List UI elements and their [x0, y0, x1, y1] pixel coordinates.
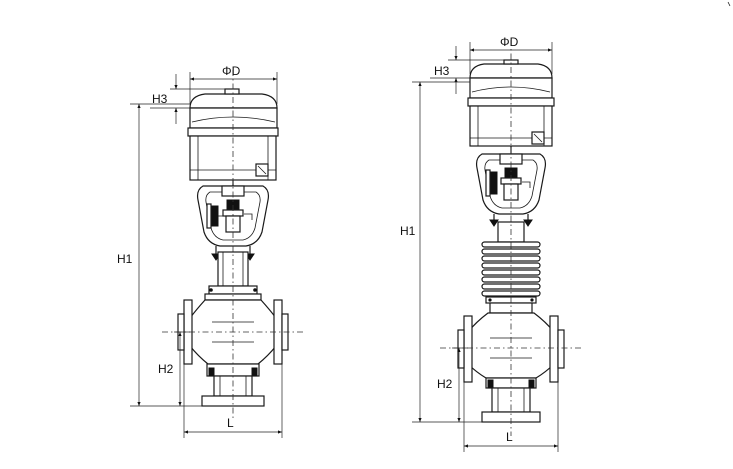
- valve-a-cap-height-label: H3: [152, 92, 168, 106]
- valve-a-yoke: [196, 180, 270, 261]
- corner-mark: [727, 1, 731, 7]
- valve-b-length-label: L: [506, 430, 513, 444]
- valve-b: ΦD H3 H1 H2 L: [400, 35, 584, 452]
- valve-b-dimensions: ΦD H3 H1 H2 L: [400, 35, 559, 452]
- valve-a-length-label: L: [227, 416, 234, 430]
- valve-b-base-height-label: H2: [437, 377, 453, 391]
- valve-a-total-height-label: H1: [117, 252, 133, 266]
- valve-b-diameter-label: ΦD: [500, 35, 519, 49]
- valve-a: ΦD H3 H1 H2 L: [117, 64, 306, 438]
- valve-b-cap-height-label: H3: [434, 64, 450, 78]
- valve-a-dimensions: ΦD H3 H1 H2 L: [117, 64, 283, 438]
- valve-b-total-height-label: H1: [400, 224, 416, 238]
- valve-b-actuator: [467, 59, 555, 147]
- valve-a-diameter-label: ΦD: [222, 64, 241, 78]
- valve-a-base-height-label: H2: [158, 362, 174, 376]
